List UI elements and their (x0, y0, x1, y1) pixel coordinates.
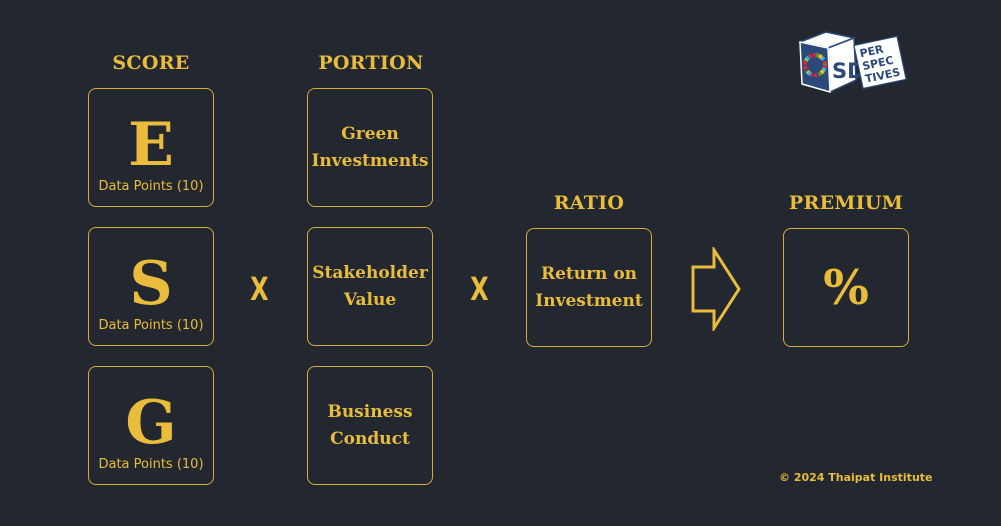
portion-heading: PORTION (318, 52, 424, 74)
score-data-points-g: Data Points (10) (98, 457, 204, 472)
score-box-s: S Data Points (10) (88, 227, 214, 346)
ratio-heading: RATIO (553, 192, 625, 214)
ratio-text: Return on Investment (535, 263, 643, 311)
ratio-box: Return on Investment (526, 228, 652, 347)
copyright-text: © 2024 Thaipat Institute (779, 471, 933, 484)
svg-text:PER: PER (858, 42, 885, 60)
score-letter-g: G (125, 387, 177, 458)
portion-box-business-conduct: Business Conduct (307, 366, 433, 485)
score-data-points-s: Data Points (10) (98, 318, 204, 333)
portion-text-business-conduct: Business Conduct (327, 401, 413, 449)
premium-percent-symbol: % (823, 259, 869, 316)
score-box-g: G Data Points (10) (88, 366, 214, 485)
score-data-points-e: Data Points (10) (98, 179, 204, 194)
multiply-operator-1: X (250, 270, 269, 308)
score-letter-e: E (128, 109, 174, 180)
premium-heading: PREMIUM (788, 192, 904, 214)
portion-box-stakeholder-value: Stakeholder Value (307, 227, 433, 346)
score-heading: SCORE (112, 52, 190, 74)
premium-box: % (783, 228, 909, 347)
score-letter-s: S (129, 248, 173, 319)
portion-text-stakeholder-value: Stakeholder Value (312, 262, 428, 310)
portion-box-green-investments: Green Investments (307, 88, 433, 207)
sd-perspectives-logo: SD PER SPEC TIVES (797, 31, 907, 94)
multiply-operator-2: X (470, 270, 489, 308)
svg-text:SPEC: SPEC (861, 54, 895, 73)
right-arrow-icon (691, 247, 741, 331)
portion-text-green-investments: Green Investments (311, 123, 429, 171)
score-box-e: E Data Points (10) (88, 88, 214, 207)
